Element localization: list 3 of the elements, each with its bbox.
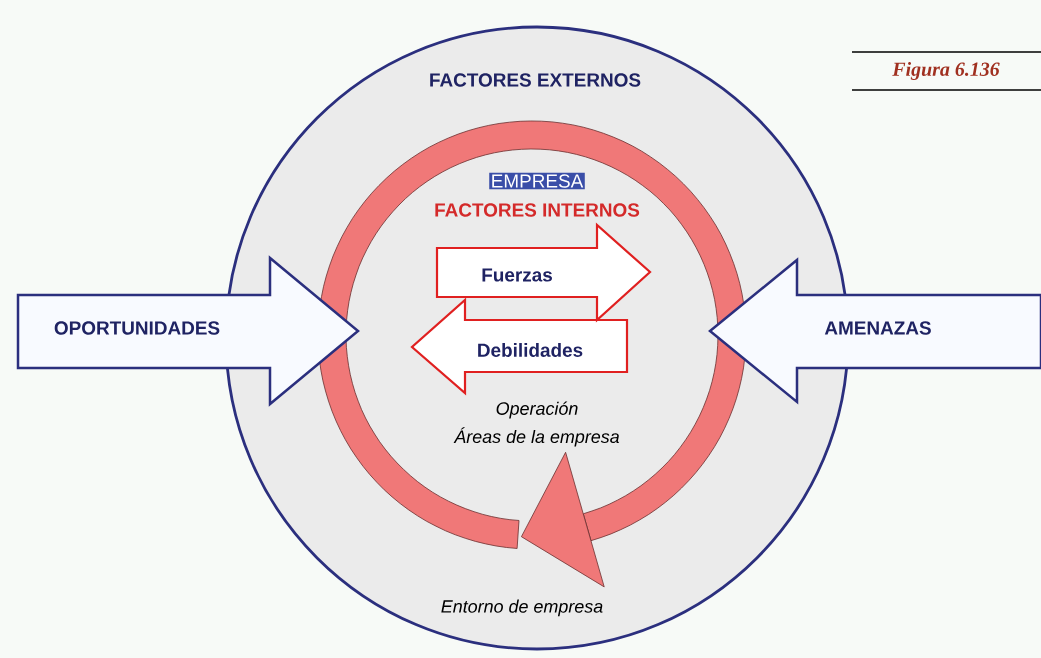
caption-text: Entorno de empresa — [441, 599, 603, 617]
figure-number: Figura 6.136 — [892, 61, 1000, 80]
outer-heading: FACTORES EXTERNOS — [430, 73, 641, 87]
